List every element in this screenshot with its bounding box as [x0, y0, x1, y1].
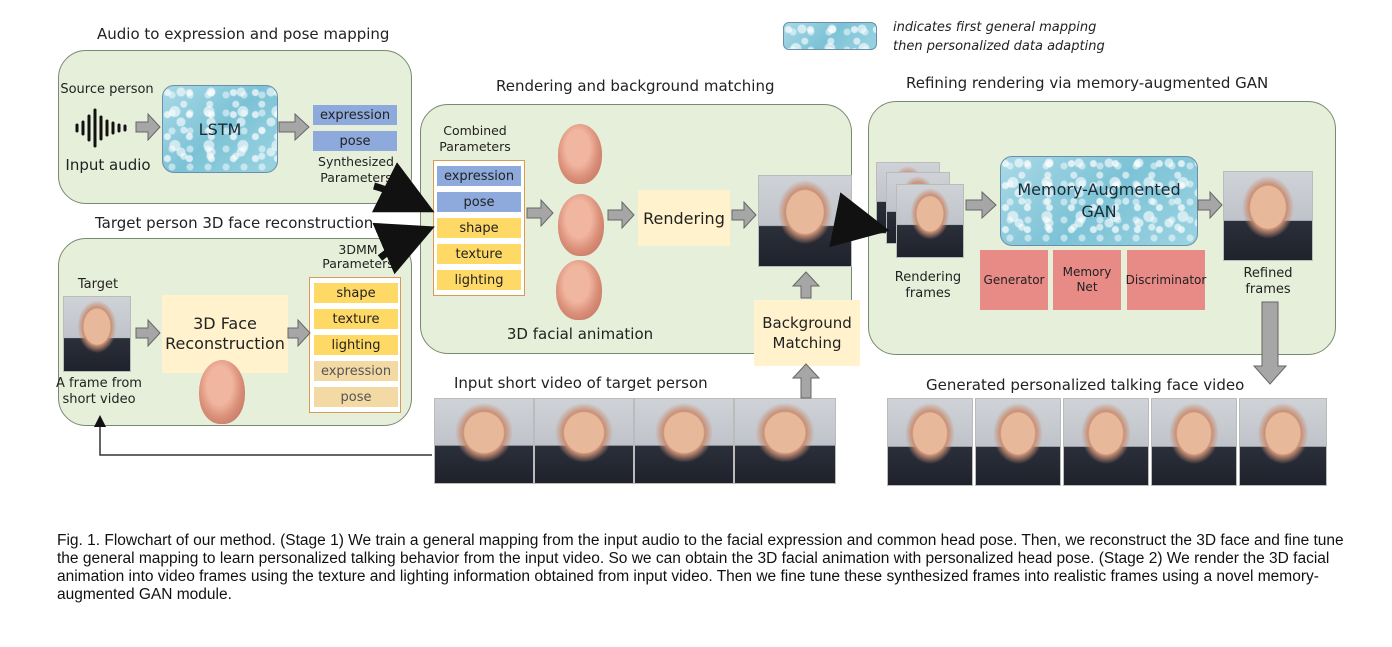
- combined-param-expression: expression: [437, 166, 521, 186]
- target-frame-image: [63, 296, 131, 372]
- reconstructed-face-mesh: [199, 360, 245, 424]
- memory-gan-block: Memory-Augmented GAN: [1000, 156, 1198, 246]
- animation-face-2: [558, 194, 604, 256]
- face-reconstruction-label: 3D Face Reconstruction: [165, 314, 285, 353]
- background-matching-block: Background Matching: [754, 300, 860, 366]
- input-audio-label: Input audio: [65, 156, 151, 174]
- synth-param-pose: pose: [313, 131, 397, 151]
- combined-param-pose: pose: [437, 192, 521, 212]
- discriminator-module: Discriminator: [1125, 250, 1207, 310]
- panel-target-title: Target person 3D face reconstruction: [95, 214, 374, 232]
- frame-from-video-label: A frame from short video: [56, 376, 142, 407]
- rendering-block: Rendering: [638, 190, 730, 246]
- output-video-frame-2: [975, 398, 1061, 486]
- rendering-frames-label: Rendering frames: [894, 270, 962, 301]
- combined-param-lighting: lighting: [437, 270, 521, 290]
- figure-caption: Fig. 1. Flowchart of our method. (Stage …: [57, 532, 1344, 603]
- 3dmm-param-shape: shape: [314, 283, 398, 303]
- background-matching-label: Background Matching: [762, 314, 852, 352]
- animation-face-1: [558, 124, 602, 184]
- output-video-frame-3: [1063, 398, 1149, 486]
- source-person-label: Source person: [60, 82, 154, 97]
- memory-gan-label: Memory-Augmented GAN: [1017, 180, 1181, 221]
- combined-param-texture: texture: [437, 244, 521, 264]
- animation-face-3: [556, 260, 602, 320]
- legend-line-2: then personalized data adapting: [893, 39, 1105, 54]
- output-video-frame-5: [1239, 398, 1327, 486]
- output-video-frame-1: [887, 398, 973, 486]
- 3dmm-param-lighting: lighting: [314, 335, 398, 355]
- refined-frames-label: Refined frames: [1243, 266, 1293, 297]
- lstm-block: LSTM: [162, 85, 278, 173]
- panel-refine-title: Refining rendering via memory-augmented …: [906, 74, 1269, 92]
- rendering-label: Rendering: [643, 208, 725, 228]
- 3dmm-param-texture: texture: [314, 309, 398, 329]
- 3dmm-param-pose: pose: [314, 387, 398, 407]
- input-video-frame-4: [734, 398, 836, 484]
- synth-param-expression: expression: [313, 105, 397, 125]
- input-video-frame-3: [634, 398, 734, 484]
- legend-text: indicates first general mapping then per…: [893, 18, 1105, 56]
- refined-frame-image: [1223, 171, 1313, 261]
- generator-module: Generator: [980, 250, 1048, 310]
- combined-parameters-label: Combined Parameters: [439, 123, 511, 154]
- output-video-title: Generated personalized talking face vide…: [926, 376, 1245, 394]
- legend-swatch: [783, 22, 877, 50]
- rendering-frame-3: [896, 184, 964, 258]
- combined-param-shape: shape: [437, 218, 521, 238]
- generator-label: Generator: [983, 272, 1045, 287]
- discriminator-label: Discriminator: [1125, 272, 1207, 287]
- memory-net-module: Memory Net: [1053, 250, 1121, 310]
- input-video-frame-2: [534, 398, 634, 484]
- lstm-label: LSTM: [198, 119, 242, 139]
- panel-render-title: Rendering and background matching: [496, 77, 775, 95]
- memory-net-label: Memory Net: [1062, 265, 1112, 294]
- input-video-title: Input short video of target person: [454, 374, 708, 392]
- waveform-icon: [75, 108, 127, 148]
- 3d-facial-animation-label: 3D facial animation: [506, 325, 654, 343]
- 3dmm-param-expression: expression: [314, 361, 398, 381]
- legend-line-1: indicates first general mapping: [893, 20, 1097, 35]
- output-video-frame-4: [1151, 398, 1237, 486]
- input-video-frame-1: [434, 398, 534, 484]
- panel-audio-title: Audio to expression and pose mapping: [97, 25, 390, 43]
